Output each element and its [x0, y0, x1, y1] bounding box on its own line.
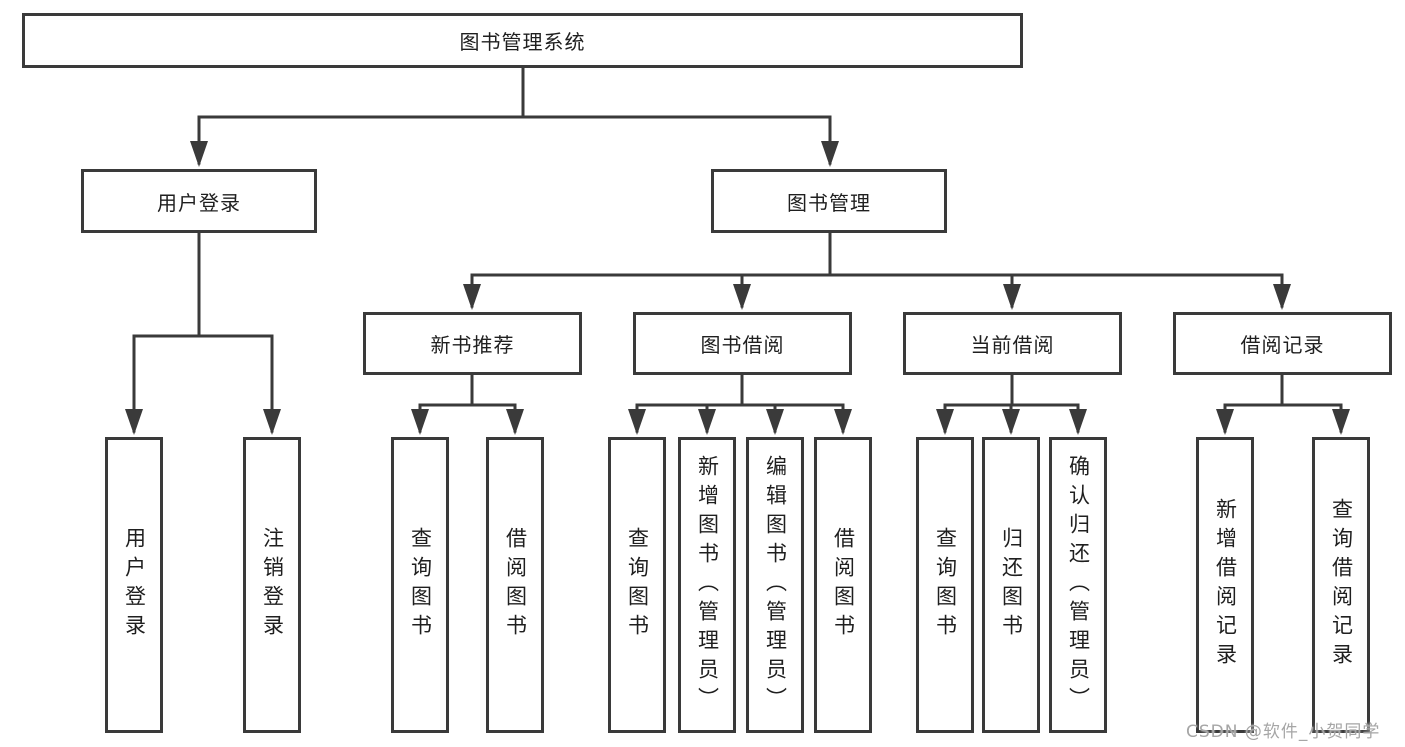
node-system-root: 图书管理系统 [22, 13, 1023, 68]
leaf-records-query-record: 查询借阅记录 [1312, 437, 1370, 733]
leaf-records-add-record: 新增借阅记录 [1196, 437, 1254, 733]
leaf-borrow-add-books-admin: 新增图书（管理员） [678, 437, 736, 733]
node-label: 归还图书 [999, 527, 1024, 643]
leaf-borrow-borrow-books: 借阅图书 [814, 437, 872, 733]
node-label: 查询图书 [625, 527, 650, 643]
node-user-login-branch: 用户登录 [81, 169, 317, 233]
node-current-borrowing: 当前借阅 [903, 312, 1122, 375]
node-book-management-branch: 图书管理 [711, 169, 947, 233]
node-label: 查询借阅记录 [1329, 498, 1354, 672]
node-label: 查询图书 [408, 527, 433, 643]
leaf-recommend-borrow-books: 借阅图书 [486, 437, 544, 733]
node-label: 用户登录 [122, 527, 147, 643]
leaf-borrow-query-books: 查询图书 [608, 437, 666, 733]
leaf-current-confirm-return-admin: 确认归还（管理员） [1049, 437, 1107, 733]
connector-trunks [132, 64, 1343, 407]
leaf-user-login: 用户登录 [105, 437, 163, 733]
leaf-borrow-edit-books-admin: 编辑图书（管理员） [746, 437, 804, 733]
node-new-book-recommend: 新书推荐 [363, 312, 582, 375]
node-label: 借阅图书 [503, 527, 528, 643]
node-label: 新增借阅记录 [1213, 498, 1238, 672]
node-label: 新增图书（管理员） [695, 454, 720, 716]
node-label: 确认归还（管理员） [1066, 454, 1091, 716]
leaf-current-query-books: 查询图书 [916, 437, 974, 733]
node-book-borrowing: 图书借阅 [633, 312, 852, 375]
leaf-logout: 注销登录 [243, 437, 301, 733]
node-label: 编辑图书（管理员） [763, 454, 788, 716]
node-label: 查询图书 [933, 527, 958, 643]
node-borrowing-records: 借阅记录 [1173, 312, 1392, 375]
node-label: 注销登录 [260, 527, 285, 643]
watermark: CSDN @软件_小贺同学 [1186, 722, 1381, 742]
leaf-current-return-books: 归还图书 [982, 437, 1040, 733]
node-label: 借阅图书 [831, 527, 856, 643]
leaf-recommend-query-books: 查询图书 [391, 437, 449, 733]
